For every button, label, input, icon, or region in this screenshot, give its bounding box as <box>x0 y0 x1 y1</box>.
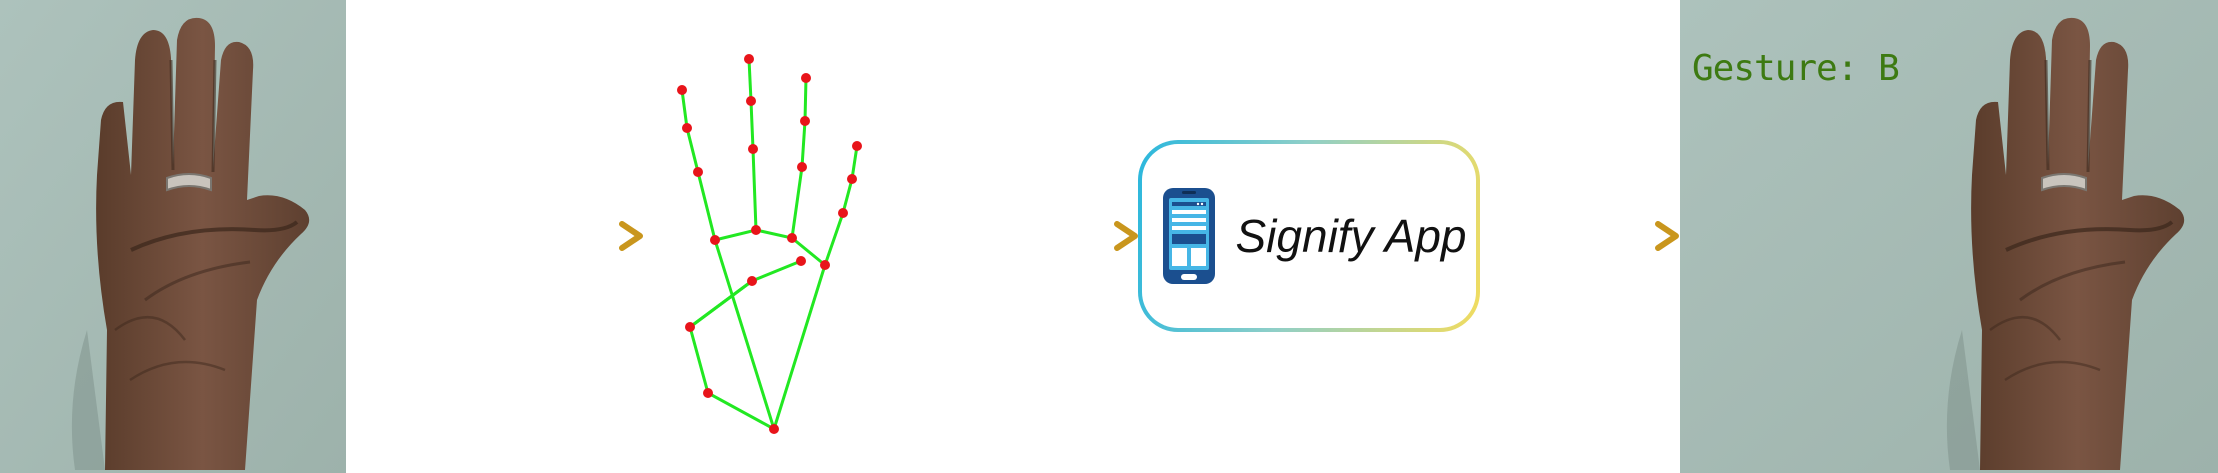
flow-arrow-to-skeleton <box>346 221 646 251</box>
hand-landmarks-skeleton-icon <box>677 54 862 434</box>
signify-app-box: Signify App <box>1138 140 1480 332</box>
hand-palm-photo-icon <box>1680 0 2218 473</box>
mobile-app-icon <box>1160 186 1218 286</box>
hand-landmarks-skeleton <box>660 45 880 445</box>
output-hand-photo: Gesture: B <box>1680 0 2218 473</box>
flow-arrow-to-output <box>1480 221 1682 251</box>
signify-app-box-inner: Signify App <box>1142 144 1476 328</box>
gesture-result-label: Gesture: B <box>1692 48 1900 89</box>
hand-palm-photo-icon <box>0 0 346 473</box>
input-hand-photo <box>0 0 346 473</box>
flow-arrow-to-app <box>896 221 1141 251</box>
app-name-label: Signify App <box>1235 210 1467 262</box>
